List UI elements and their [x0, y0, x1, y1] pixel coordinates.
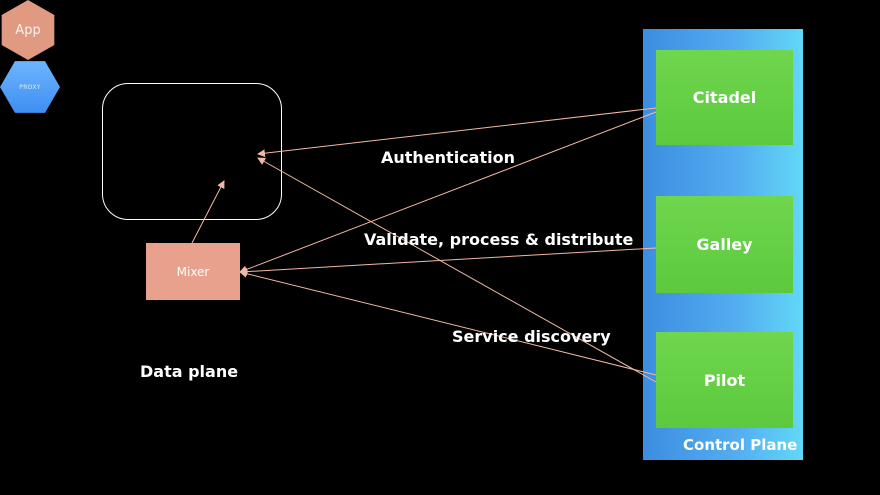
validate-label: Validate, process & distribute	[364, 230, 634, 249]
proxy-label: PROXY	[19, 83, 41, 91]
edge-pilot-to-proxy	[257, 157, 657, 383]
app-label: App	[15, 22, 41, 38]
citadel-node: Citadel	[656, 50, 793, 145]
app-node: App	[1, 0, 55, 60]
galley-label: Galley	[696, 235, 753, 254]
edge-pilot-to-mixer	[239, 269, 657, 376]
mixer-node: Mixer	[146, 243, 240, 300]
citadel-label: Citadel	[692, 88, 757, 107]
edge-mixer-to-proxy	[191, 180, 225, 244]
edge-citadel-to-mixer	[239, 111, 657, 274]
service-discovery-label: Service discovery	[452, 327, 611, 346]
pilot-label: Pilot	[703, 370, 746, 390]
authentication-label: Authentication	[381, 148, 515, 167]
galley-node: Galley	[656, 196, 793, 293]
pilot-node: Pilot	[656, 332, 793, 428]
control-plane-label: Control Plane	[683, 436, 798, 454]
mixer-label: Mixer	[176, 264, 210, 279]
edge-galley-to-mixer	[239, 247, 657, 276]
data-plane-label: Data plane	[140, 362, 239, 381]
edge-citadel-to-proxy	[257, 107, 657, 158]
proxy-node: PROXY	[0, 61, 60, 113]
